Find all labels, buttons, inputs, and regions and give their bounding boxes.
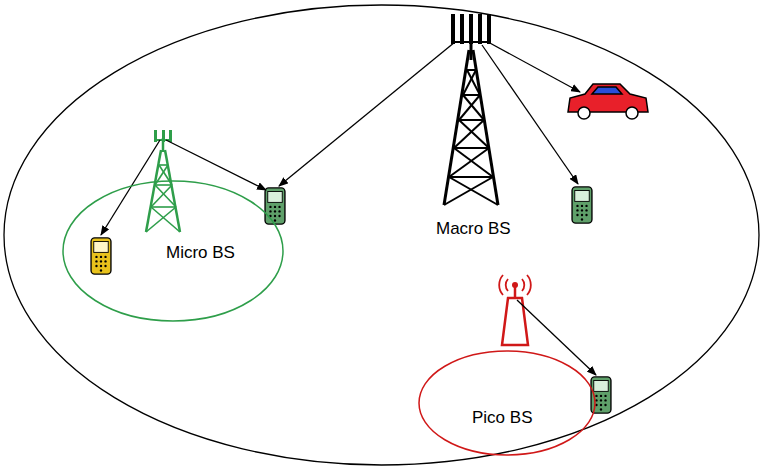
pico-cell: Pico BS	[418, 350, 596, 456]
mobile-phone	[572, 187, 592, 223]
station-label: Macro BS	[436, 219, 511, 239]
radio-links	[101, 42, 596, 375]
micro-cell: Micro BS	[62, 180, 284, 322]
cell-outline	[418, 350, 596, 456]
macro-cell: Macro BS Micro BS Pico BS	[3, 4, 760, 466]
mobile-phone	[265, 188, 285, 224]
station-label: Pico BS	[472, 408, 532, 428]
mobile-phone	[91, 238, 111, 274]
cell-outline	[3, 4, 760, 466]
pico-antenna	[499, 275, 531, 345]
station-label: Micro BS	[166, 243, 235, 263]
car	[568, 84, 648, 119]
